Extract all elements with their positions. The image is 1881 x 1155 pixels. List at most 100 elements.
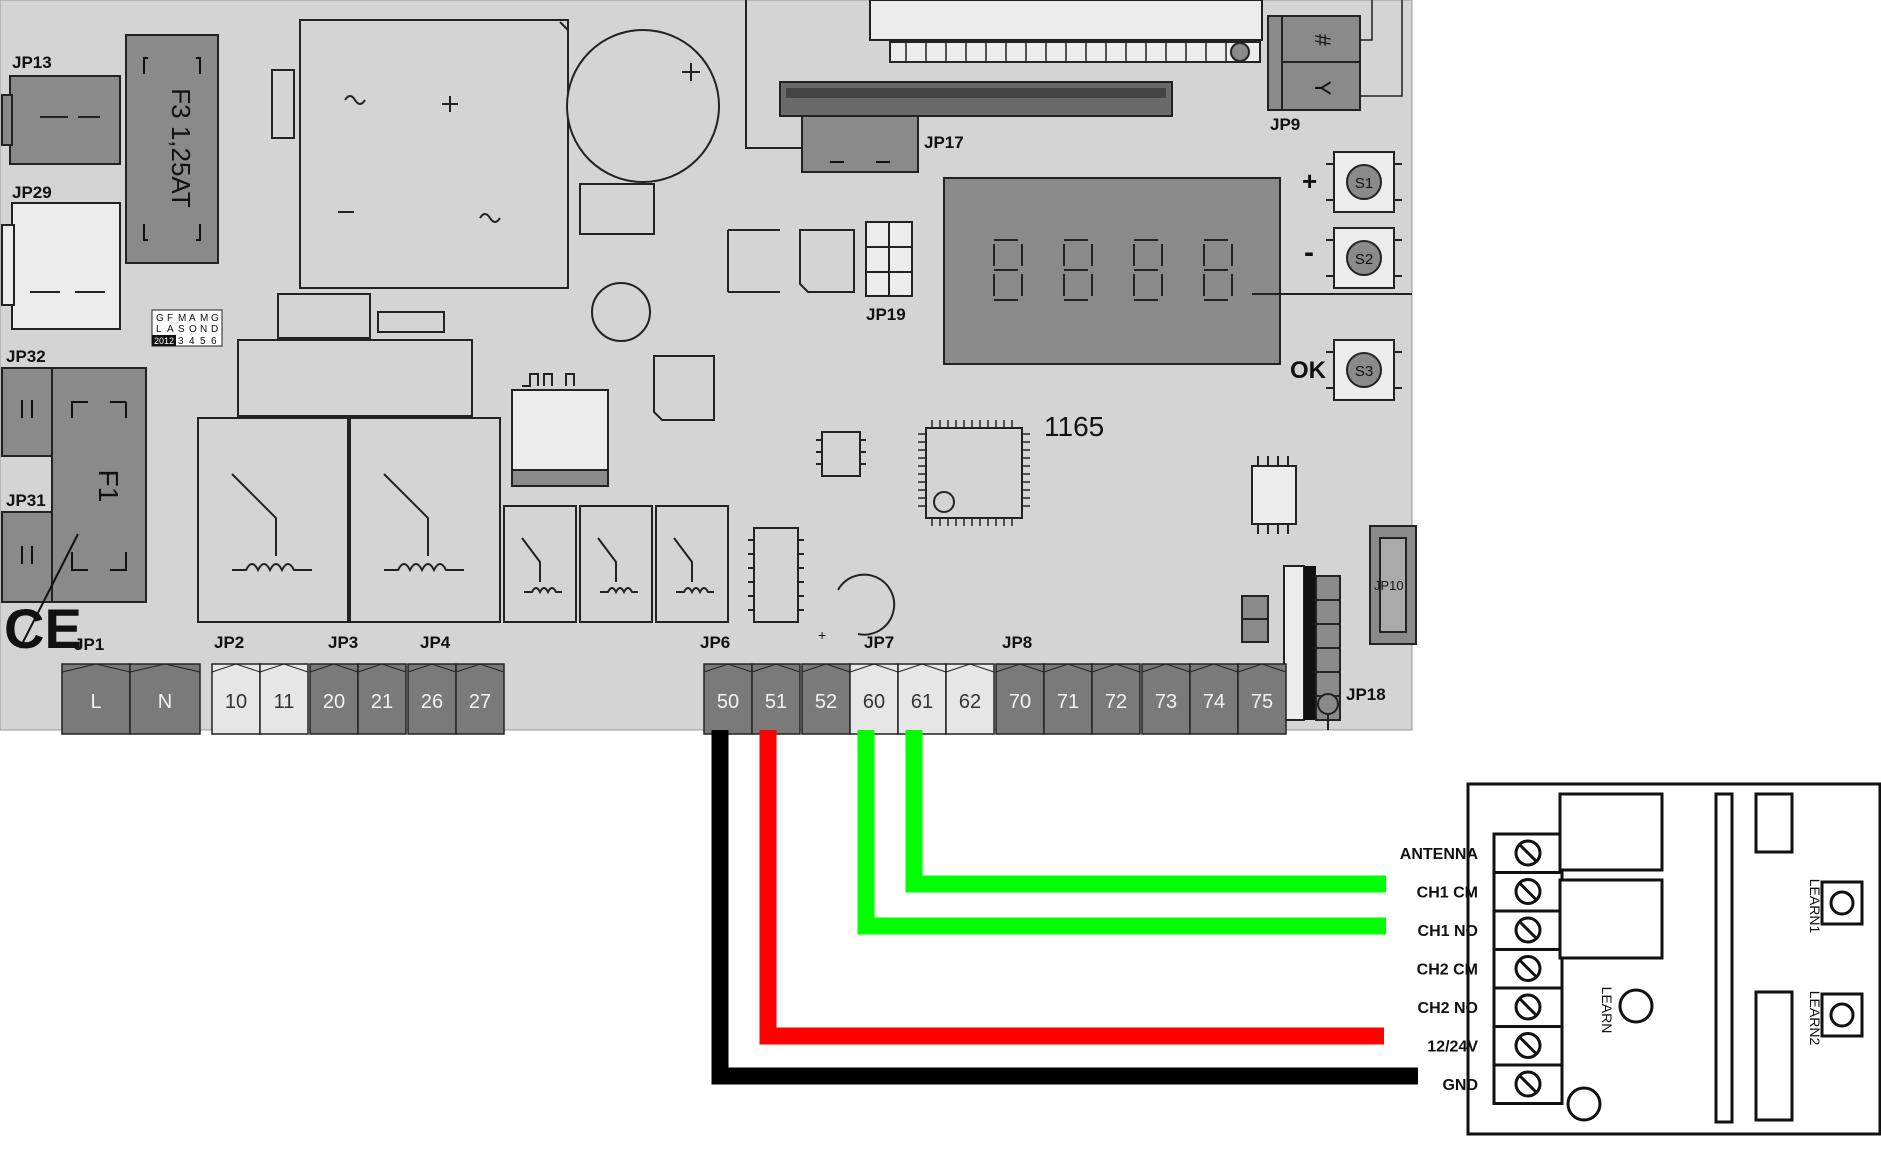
terminal-label: 27	[469, 691, 491, 713]
terminal-74	[1189, 663, 1239, 735]
relay-small-3	[655, 505, 729, 623]
connector-jp32	[1, 367, 53, 457]
ribbon-connector	[779, 81, 1173, 117]
label-jp13: JP13	[12, 53, 52, 72]
button-ok-label: OK	[1290, 357, 1327, 384]
date-o: O	[189, 324, 197, 335]
terminal-label: 74	[1203, 691, 1225, 713]
label-jp7: JP7	[864, 633, 894, 652]
relay-1	[197, 417, 349, 623]
learn2-button[interactable]	[1820, 992, 1864, 1038]
receiver-component-2	[1754, 990, 1794, 1122]
receiver-pin-label: 12/24V	[1427, 1039, 1478, 1056]
connector-jp17	[801, 115, 919, 173]
ce-mark: CE	[4, 597, 82, 660]
date-3: 3	[178, 336, 184, 347]
small-capacitor	[837, 573, 896, 636]
button-s1-label: S1	[1355, 175, 1373, 192]
label-jp19: JP19	[866, 305, 906, 324]
terminal-label: 62	[959, 691, 981, 713]
fuse-f1-label: F1	[93, 470, 124, 503]
date-code-grid: G F M A M G L A S O N D 2012 3 4 5 6	[151, 309, 223, 347]
receiver-pin-label: GND	[1442, 1077, 1478, 1094]
terminal-label: 11	[274, 691, 295, 713]
label-jp2: JP2	[214, 633, 244, 652]
label-jp3: JP3	[328, 633, 358, 652]
receiver-pin-label: CH2 CM	[1417, 962, 1478, 979]
receiver-led-2	[1566, 1086, 1602, 1122]
connector-jp31	[1, 511, 53, 603]
receiver-terminal-block	[1492, 832, 1564, 1105]
terminal-62	[945, 663, 995, 735]
receiver-pin-label: CH1 NO	[1418, 923, 1478, 940]
connector-jp19	[865, 221, 913, 297]
relay-2	[349, 417, 501, 623]
receiver-relay-1	[1558, 792, 1664, 872]
date-g2: G	[211, 313, 219, 324]
terminal-72	[1091, 663, 1141, 735]
label-jp6: JP6	[700, 633, 730, 652]
receiver-component	[1754, 792, 1794, 854]
wires	[711, 730, 1418, 1085]
terminal-label: 61	[911, 691, 933, 713]
label-jp9: JP9	[1270, 115, 1300, 134]
button-s2[interactable]: S2	[1326, 227, 1402, 289]
date-m2: M	[200, 313, 208, 324]
terminal-61	[897, 663, 947, 735]
learn1-button[interactable]	[1820, 880, 1864, 926]
wire-ch1-no	[857, 730, 1386, 935]
terminal-label: 50	[717, 691, 739, 713]
button-s3[interactable]: S3	[1326, 339, 1402, 401]
button-s3-label: S3	[1355, 363, 1373, 380]
terminal-label: 75	[1251, 691, 1273, 713]
terminal-27	[455, 663, 505, 735]
date-year: 2012	[154, 336, 174, 346]
label-jp4: JP4	[420, 633, 451, 652]
terminal-label: 60	[863, 691, 885, 713]
terminal-label: 70	[1009, 691, 1031, 713]
terminal-71	[1043, 663, 1093, 735]
date-f: F	[167, 313, 173, 324]
button-minus-label: -	[1304, 236, 1314, 269]
learn-led	[1618, 988, 1654, 1024]
learn2-label: LEARN2	[1807, 991, 1823, 1046]
terminal-label: 26	[421, 691, 443, 713]
learn1-label: LEARN1	[1807, 879, 1823, 934]
relay-base	[237, 339, 473, 417]
terminal-label: 20	[323, 691, 345, 713]
date-6: 6	[211, 336, 217, 347]
date-4: 4	[189, 336, 195, 347]
label-jp8: JP8	[1002, 633, 1032, 652]
terminal-label: L	[90, 691, 101, 713]
connector-jp29	[1, 202, 121, 330]
label-jp32: JP32	[6, 347, 46, 366]
wire-ch1-cm	[905, 730, 1386, 893]
button-plus-label: +	[1302, 166, 1317, 196]
label-jp10: JP10	[1374, 578, 1404, 593]
component-box	[277, 293, 371, 339]
jp9-symbol-bottom: Y	[1310, 81, 1335, 96]
terminal-label: N	[158, 691, 172, 713]
terminal-label: 10	[225, 691, 247, 713]
component-square	[799, 229, 855, 293]
component-bracket	[727, 229, 780, 293]
button-s1[interactable]: S1	[1326, 151, 1402, 213]
wire-12-24v	[759, 730, 1384, 1045]
receiver-pin-label: CH1 CM	[1417, 885, 1478, 902]
date-g1: G	[156, 313, 164, 324]
ic-right	[1251, 465, 1297, 525]
connector-jp13	[1, 75, 121, 165]
fuse-f3-label: F3 1,25AT	[166, 88, 196, 208]
relay-small-1	[503, 505, 577, 623]
transformer	[299, 19, 569, 289]
learn-label: LEARN	[1599, 987, 1615, 1034]
date-n: N	[200, 324, 207, 335]
relay-small-2	[579, 505, 653, 623]
label-jp1: JP1	[74, 635, 104, 654]
receiver-antenna-strip	[1714, 792, 1734, 1124]
large-capacitor	[566, 29, 720, 183]
wire-gnd	[711, 730, 1418, 1085]
component-box2	[377, 311, 445, 333]
